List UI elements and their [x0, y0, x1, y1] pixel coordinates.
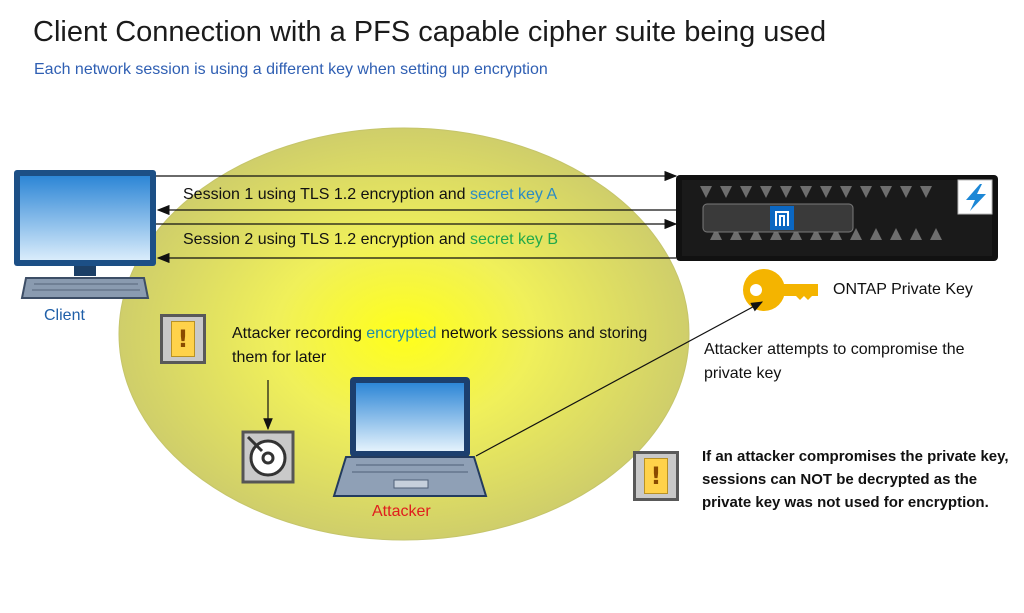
recording-encrypted-word: encrypted — [366, 325, 437, 342]
diagram-title: Client Connection with a PFS capable cip… — [33, 16, 827, 48]
session-2-text: Session 2 using TLS 1.2 encryption and — [183, 231, 470, 248]
gold-key-icon — [743, 269, 818, 311]
warning-icon: ! — [633, 451, 679, 501]
warning-glyph: ! — [171, 321, 195, 357]
attacker-label: Attacker — [372, 503, 431, 520]
compromise-arrow — [475, 301, 764, 457]
recording-text-1: Attacker recording — [232, 325, 367, 342]
session-1-text: Session 1 using TLS 1.2 encryption and — [183, 186, 470, 203]
lightning-badge-icon — [957, 179, 993, 215]
disk-storage-icon — [241, 430, 295, 484]
warning-icon: ! — [160, 314, 206, 364]
client-monitor-icon — [14, 170, 156, 299]
recording-description: Attacker recording encrypted network ses… — [232, 322, 652, 370]
attacker-laptop-icon — [332, 377, 488, 497]
private-key-label: ONTAP Private Key — [833, 281, 973, 298]
client-label: Client — [44, 307, 85, 324]
session-1-key: secret key A — [470, 186, 558, 203]
storage-server-icon — [676, 175, 998, 261]
compromise-description: Attacker attempts to compromise the priv… — [704, 341, 965, 382]
recording-text-2: network sessions and storing them for la… — [232, 325, 648, 366]
diagram-subtitle: Each network session is using a differen… — [34, 61, 548, 78]
session-2-key: secret key B — [470, 231, 559, 248]
session-2-label: Session 2 using TLS 1.2 encryption and s… — [183, 231, 558, 249]
session-1-label: Session 1 using TLS 1.2 encryption and s… — [183, 186, 557, 204]
warning-glyph: ! — [644, 458, 668, 494]
session-arrows — [156, 170, 678, 264]
pfs-note: If an attacker compromises the private k… — [702, 448, 1009, 511]
